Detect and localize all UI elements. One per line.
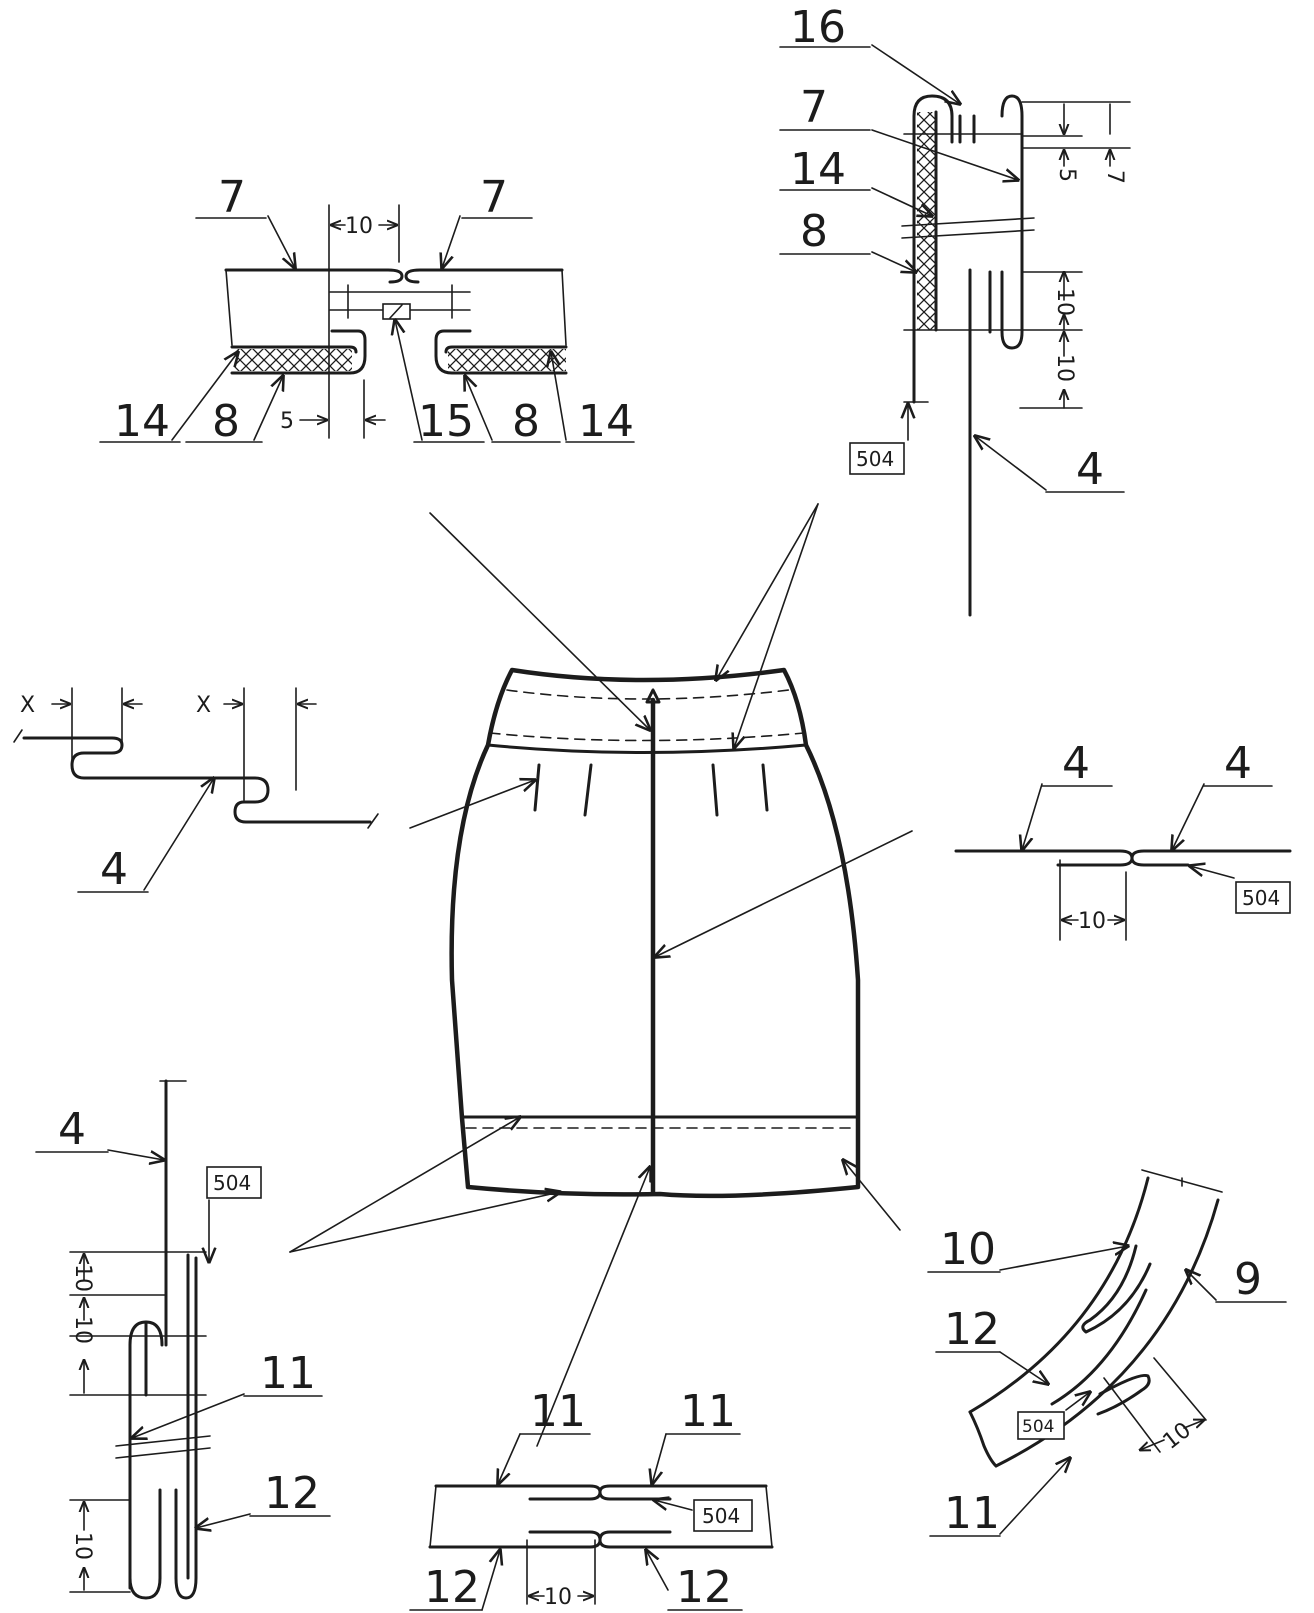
label-7-a: 7 (218, 172, 246, 223)
dim-x-1: X (20, 693, 35, 718)
dim-10-bot-left-c: 10 (70, 1532, 95, 1560)
dim-7-top-right: 7 (1102, 170, 1127, 184)
dim-10-bot-center: 10 (544, 1585, 572, 1610)
stitch-504-bot-center-text: 504 (702, 1504, 740, 1528)
stitch-504-mid-right-text: 504 (1242, 886, 1280, 910)
detail-mid-right: 10 504 4 4 (954, 738, 1292, 941)
label-9-bot-right: 9 (1234, 1254, 1262, 1305)
label-14-a: 14 (114, 396, 170, 447)
waistband-lower-edge (486, 743, 808, 754)
detail-bot-left: 10 10 10 504 4 11 12 (35, 1079, 331, 1600)
dart-left-inner (583, 763, 593, 817)
interlining-right (448, 349, 566, 371)
label-4-mid-right-b: 4 (1224, 738, 1252, 789)
detail-bot-right: 10 504 10 9 12 11 (927, 1169, 1287, 1539)
skirt-outline (449, 667, 861, 1199)
detail-top-right: 5 7 10 10 504 16 7 14 8 4 (779, 2, 1131, 617)
dim-10-bot-left-a: 10 (70, 1264, 95, 1292)
label-12-bot-center-a: 12 (424, 1562, 480, 1613)
stitch-504-top-right (849, 442, 905, 475)
label-8-b: 8 (512, 396, 540, 447)
dim-10-bot-right: 10 (1159, 1418, 1196, 1455)
label-4-top-right: 4 (1076, 444, 1104, 495)
stitch-504-top-right-text: 504 (856, 447, 894, 471)
label-11-bot-center-a: 11 (530, 1386, 586, 1437)
dim-10-bot-left-b: 10 (70, 1316, 95, 1344)
label-12-bot-left: 12 (264, 1468, 320, 1519)
zipper-end-mark (645, 688, 661, 704)
stitch-504-bot-right-text: 504 (1022, 1417, 1054, 1437)
dim-10-mid-right: 10 (1078, 909, 1106, 934)
label-12-bot-center-b: 12 (676, 1562, 732, 1613)
skirt-front-view (449, 667, 861, 1199)
label-4-mid-right-a: 4 (1062, 738, 1090, 789)
label-10-bot-right: 10 (940, 1224, 996, 1275)
label-16: 16 (790, 2, 846, 53)
label-11-bot-center-b: 11 (680, 1386, 736, 1437)
interlining-vertical (917, 112, 935, 330)
waistband-stitch-bottom (489, 732, 805, 742)
label-4-bot-left: 4 (58, 1104, 86, 1155)
dart-right-inner (711, 763, 719, 817)
label-11-bot-left: 11 (260, 1348, 316, 1399)
dim-10-top-left: 10 (345, 214, 373, 239)
stitch-504-mid-right (1235, 881, 1291, 914)
dim-10-top-right-b: 10 (1052, 354, 1077, 382)
detail-bot-center: 10 504 11 11 12 12 (409, 1386, 774, 1613)
dim-10-top-right-a: 10 (1052, 288, 1077, 316)
label-11-bot-right: 11 (944, 1488, 1000, 1539)
label-7-top-right: 7 (800, 82, 828, 133)
label-7-b: 7 (480, 172, 508, 223)
stitch-504-bot-left-text: 504 (213, 1171, 251, 1195)
dart-left-outer (533, 763, 541, 812)
stitch-504-bot-right (1017, 1411, 1065, 1440)
label-8-a: 8 (212, 396, 240, 447)
label-8-top-right: 8 (800, 206, 828, 257)
stitch-504-bot-center (693, 1499, 753, 1532)
label-4-mid-left: 4 (100, 844, 128, 895)
detail-mid-left: X X 4 (13, 687, 379, 895)
detail-top-left: 10 5 7 7 14 8 15 8 14 (99, 172, 635, 447)
interlining-left (234, 349, 352, 371)
leader-lines (289, 503, 913, 1447)
stitch-504-bot-left (206, 1166, 262, 1199)
label-14-b: 14 (578, 396, 634, 447)
dim-5-top-left: 5 (280, 409, 294, 434)
dim-x-2: X (196, 693, 211, 718)
dart-right-outer (761, 763, 769, 812)
label-14-top-right: 14 (790, 144, 846, 195)
label-15: 15 (418, 396, 474, 447)
dim-5-top-right: 5 (1054, 168, 1079, 182)
label-12-bot-right: 12 (944, 1304, 1000, 1355)
waistband-stitch-top (506, 689, 790, 700)
